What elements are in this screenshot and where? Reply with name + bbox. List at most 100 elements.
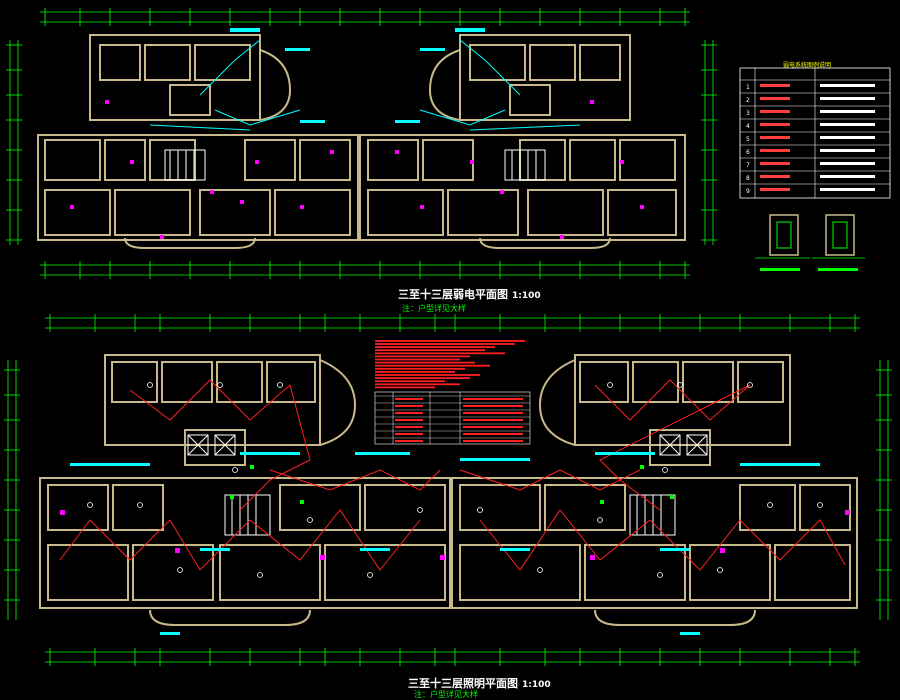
lower-cyan-labels	[70, 452, 820, 635]
upper-plan-walls	[37, 34, 686, 249]
device-mark	[210, 190, 214, 194]
device-mark	[240, 200, 244, 204]
legend-bar	[395, 419, 423, 421]
device-mark	[640, 205, 644, 209]
legend-desc	[820, 136, 875, 139]
device-mark	[395, 150, 399, 154]
legend-row-number: 5	[746, 136, 750, 143]
legend-bar	[395, 398, 423, 400]
upper-cyan-labels	[230, 28, 485, 123]
legend-symbol	[760, 97, 790, 100]
switch-mark	[720, 548, 725, 553]
outlet-mark	[230, 495, 234, 499]
legend-bar	[463, 440, 523, 442]
switch-mark	[175, 548, 180, 553]
legend-bar	[395, 433, 423, 435]
legend-bar	[375, 349, 485, 352]
device-mark	[255, 160, 259, 164]
legend-row-number: 6	[746, 149, 750, 156]
outlet-mark	[640, 465, 644, 469]
light-fixture	[417, 507, 423, 513]
legend-bar	[463, 433, 523, 435]
upper-plan-subtitle: 注：户型详见大样	[402, 304, 466, 313]
legend-desc	[820, 123, 875, 126]
legend-bar	[375, 361, 475, 364]
light-fixture	[817, 502, 823, 508]
light-fixture	[537, 567, 543, 573]
lower-lighting-wiring	[59, 379, 846, 571]
light-fixture	[87, 502, 93, 508]
device-mark	[620, 160, 624, 164]
light-fixture	[217, 382, 223, 388]
legend-bar	[375, 386, 435, 389]
legend-desc	[820, 97, 875, 100]
legend-desc	[820, 162, 875, 165]
legend-bar	[375, 364, 490, 367]
legend-bar	[375, 343, 515, 345]
legend-symbol	[760, 136, 790, 139]
lower-plan-cores	[187, 434, 708, 536]
light-fixture	[767, 502, 773, 508]
legend-bar	[375, 371, 455, 373]
legend-row-number: 9	[746, 188, 750, 195]
legend-bar	[375, 358, 460, 361]
light-fixture	[657, 572, 663, 578]
switch-mark	[440, 555, 445, 560]
device-mark	[300, 205, 304, 209]
upper-dimension-lines	[9, 11, 714, 276]
legend-bar	[395, 426, 423, 428]
device-mark	[470, 160, 474, 164]
light-fixture	[717, 567, 723, 573]
device-mark	[590, 100, 594, 104]
legend-row-number: 3	[746, 110, 750, 117]
legend-symbol	[760, 188, 790, 191]
light-fixture	[257, 572, 263, 578]
legend-bar	[375, 377, 470, 379]
legend-row-number: 4	[746, 123, 750, 130]
legend-bar	[395, 440, 423, 442]
legend-bar	[375, 380, 445, 383]
switch-mark	[60, 510, 65, 515]
legend-symbol	[760, 110, 790, 113]
legend-bar	[463, 398, 523, 400]
light-fixture	[597, 517, 603, 523]
lower-fixtures	[60, 382, 850, 578]
lighting-legend-block	[374, 340, 531, 445]
legend-row-number: 8	[746, 175, 750, 182]
legend-desc	[820, 188, 875, 191]
switch-mark	[590, 555, 595, 560]
legend-bar	[375, 355, 470, 358]
legend-bar	[463, 419, 523, 421]
device-mark	[130, 160, 134, 164]
legend-row-number: 7	[746, 162, 750, 169]
legend-symbol	[760, 123, 790, 126]
outlet-mark	[300, 500, 304, 504]
outlet-mark	[250, 465, 254, 469]
device-mark	[105, 100, 109, 104]
legend-bar	[375, 374, 480, 376]
legend-bar	[463, 405, 523, 407]
legend-symbol	[760, 162, 790, 165]
legend-desc	[820, 175, 875, 178]
lower-plan-walls	[39, 354, 858, 626]
legend-bar	[395, 405, 423, 407]
legend-bar	[375, 383, 460, 386]
light-fixture	[147, 382, 153, 388]
light-fixture	[177, 567, 183, 573]
legend-symbol	[760, 149, 790, 152]
legend-bar	[463, 412, 523, 414]
lower-plan-subtitle: 注：户型详见大样	[414, 690, 478, 699]
legend-desc	[820, 110, 875, 113]
legend-desc	[820, 149, 875, 152]
outlet-mark	[670, 495, 674, 499]
lower-dim-ticks	[4, 314, 892, 666]
legend-symbol	[760, 175, 790, 178]
light-fixture	[677, 382, 683, 388]
outlet-mark	[600, 500, 604, 504]
legend-bar	[463, 426, 523, 428]
light-fixture	[307, 517, 313, 523]
